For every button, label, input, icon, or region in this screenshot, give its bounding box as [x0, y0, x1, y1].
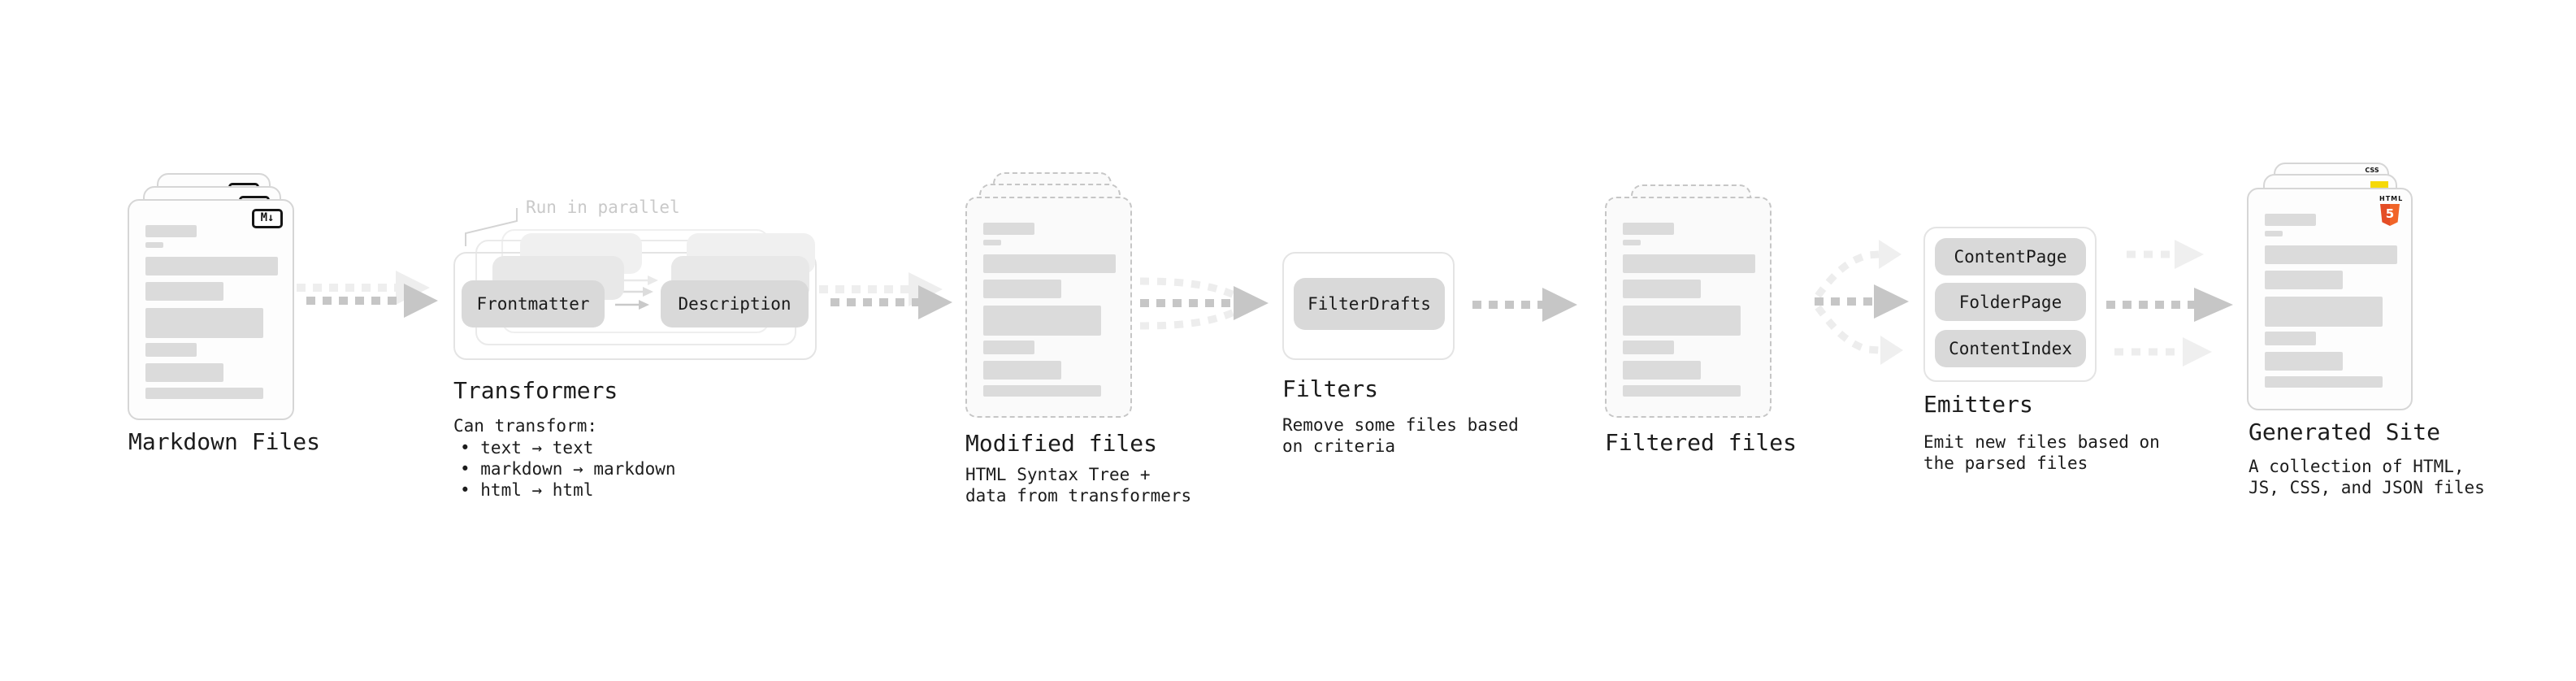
filters-label: Filters: [1282, 375, 1379, 402]
modified-files-label: Modified files: [965, 430, 1158, 457]
doc-line-bar: [983, 254, 1116, 273]
doc-line-bar: [2265, 231, 2283, 236]
arrow-filtered-to-emitters: [1815, 240, 1909, 365]
modified-file-card-front: [965, 197, 1132, 418]
markdown-files-label: Markdown Files: [128, 428, 321, 455]
arrow-modified-to-filters: [1139, 277, 1268, 330]
folderpage-pill: FolderPage: [1935, 283, 2086, 321]
doc-line-bar: [983, 280, 1061, 298]
run-in-parallel-annotation: Run in parallel: [526, 197, 680, 217]
doc-line-bar: [1623, 361, 1701, 380]
filters-box: [1282, 252, 1455, 360]
emitters-box: [1923, 227, 2097, 382]
arrow-transformers-to-modified-ghost: [819, 272, 943, 306]
description-pill: Description: [661, 280, 809, 327]
doc-line-bar: [1623, 280, 1701, 298]
doc-skeleton: [1623, 223, 1755, 397]
doc-line-bar: [983, 361, 1061, 380]
html5-icon: HTML 5: [2379, 195, 2402, 226]
filtered-file-card-front: [1605, 197, 1772, 418]
doc-line-bar: [983, 223, 1034, 235]
contentindex-pill: ContentIndex: [1935, 330, 2086, 367]
transformers-subtitle: Can transform:: [453, 416, 598, 436]
filtered-files-label: Filtered files: [1605, 429, 1798, 456]
filterdrafts-pill: FilterDrafts: [1294, 278, 1445, 330]
transformers-bullet: • html → html: [460, 480, 594, 500]
markdown-icon: M↓: [252, 209, 283, 228]
emitters-subtitle: Emit new files based on: [1923, 432, 2160, 452]
transformers-label: Transformers: [453, 377, 618, 404]
doc-line-bar: [145, 242, 163, 248]
filters-subtitle: on criteria: [1282, 436, 1396, 456]
doc-line-bar: [145, 257, 278, 275]
generated-site-label: Generated Site: [2249, 419, 2441, 445]
arrow-filters-to-filtered: [1472, 288, 1577, 322]
emitters-label: Emitters: [1923, 391, 2033, 418]
transformers-bullet: • text → text: [460, 438, 594, 458]
arrow-transformers-to-modified: [830, 285, 952, 319]
doc-skeleton: [2265, 214, 2397, 388]
arrow-markdown-to-transformers: [306, 284, 438, 318]
frontmatter-pill: Frontmatter: [462, 280, 605, 327]
contentpage-pill: ContentPage: [1935, 238, 2086, 275]
doc-line-bar: [145, 282, 223, 301]
doc-line-bar: [2265, 214, 2316, 226]
generated-site-subtitle: A collection of HTML,: [2249, 457, 2465, 476]
doc-line-bar: [145, 388, 263, 399]
markdown-file-card-front: M↓: [128, 199, 294, 420]
emitters-subtitle: the parsed files: [1923, 453, 2088, 473]
doc-line-bar: [2265, 352, 2343, 371]
doc-line-bar: [983, 385, 1101, 397]
doc-line-bar: [145, 225, 197, 237]
doc-line-bar: [1623, 306, 1741, 336]
doc-line-bar: [983, 340, 1034, 354]
doc-line-bar: [145, 343, 197, 357]
doc-line-bar: [2265, 297, 2383, 327]
doc-line-bar: [2265, 271, 2343, 289]
transformers-bullet: • markdown → markdown: [460, 459, 676, 479]
arrow-emitters-to-generated: [2106, 240, 2233, 367]
doc-line-bar: [1623, 223, 1674, 235]
doc-line-bar: [1623, 340, 1674, 354]
arrow-markdown-to-transformers-ghost: [297, 271, 430, 305]
generated-file-card-front: HTML 5: [2247, 188, 2413, 410]
doc-line-bar: [145, 308, 263, 338]
doc-line-bar: [2265, 245, 2397, 264]
doc-line-bar: [1623, 385, 1741, 397]
doc-skeleton: [145, 225, 278, 399]
doc-line-bar: [2265, 376, 2383, 388]
generated-site-subtitle: JS, CSS, and JSON files: [2249, 478, 2485, 497]
doc-skeleton: [983, 223, 1116, 397]
doc-line-bar: [983, 306, 1101, 336]
doc-line-bar: [1623, 240, 1641, 245]
doc-line-bar: [2265, 332, 2316, 345]
doc-line-bar: [1623, 254, 1755, 273]
modified-files-subtitle: data from transformers: [965, 486, 1192, 505]
filters-subtitle: Remove some files based: [1282, 415, 1519, 435]
doc-line-bar: [983, 240, 1001, 245]
modified-files-subtitle: HTML Syntax Tree +: [965, 465, 1151, 484]
doc-line-bar: [145, 363, 223, 382]
